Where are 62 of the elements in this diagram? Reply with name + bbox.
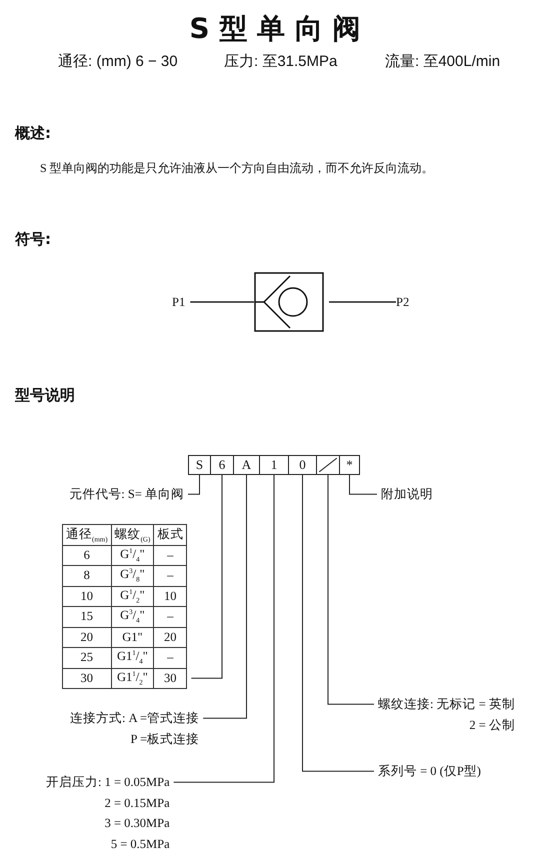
code-description: 系列号 = 0 (仅P型) — [378, 761, 481, 782]
code-description: 螺纹连接: 无标记 = 英制 — [378, 696, 515, 713]
code-description: 附加说明 — [381, 484, 433, 504]
table-cell: G1" — [111, 627, 154, 648]
table-cell: G$^{3}$/$_{8}$" — [111, 566, 154, 586]
code-description: 3 = 0.30MPa — [104, 815, 170, 832]
check-valve-symbol — [254, 272, 324, 332]
table-cell: 8 — [62, 566, 112, 586]
description-text: S 型单向阀的功能是只允许油液从一个方向自由流动，而不允许反向流动。 — [40, 160, 434, 177]
leader-line — [328, 474, 374, 705]
table-cell: G1$^{1}$/$_{2}$" — [111, 668, 154, 688]
table-cell: – — [154, 606, 187, 627]
table-cell: 10 — [154, 586, 187, 606]
table-cell: 30 — [154, 668, 187, 688]
code-description: 2 = 公制 — [468, 716, 515, 734]
code-description: 元件代号: S= 单向阀 — [69, 484, 184, 504]
table-cell: 20 — [154, 627, 187, 648]
section-heading: 概述: — [15, 124, 51, 143]
code-cell: 6 — [210, 455, 234, 475]
section-heading: 型号说明 — [15, 386, 75, 405]
leader-line — [202, 474, 247, 719]
table-cell: 15 — [62, 606, 112, 627]
leader-line — [190, 474, 222, 679]
spec-text: 压力: 至31.5MPa — [224, 52, 338, 71]
table-cell: 6 — [62, 545, 112, 566]
table-cell: – — [154, 566, 187, 586]
table-cell: G$^{1}$/$_{4}$" — [111, 545, 154, 566]
table-cell: – — [154, 545, 187, 566]
code-cell: * — [339, 455, 360, 475]
port-label: P1 — [172, 292, 186, 312]
diagram-title: S型单向阀 — [189, 12, 370, 45]
leader-line — [302, 474, 374, 772]
code-description: 开启压力: 1 = 0.05MPa — [46, 774, 170, 791]
table-cell: G1$^{1}$/$_{4}$" — [111, 648, 154, 668]
connection-line — [190, 301, 254, 303]
table-cell: G$^{3}$/$_{4}$" — [111, 606, 154, 627]
table-cell: 20 — [62, 627, 112, 648]
code-cell: A — [233, 455, 260, 475]
connection-line — [329, 301, 396, 303]
spec-text: 流量: 至400L/min — [385, 52, 500, 71]
table-cell: – — [154, 648, 187, 668]
table-cell: 25 — [62, 648, 112, 668]
size-table — [62, 524, 188, 689]
code-description: 5 = 0.5MPa — [110, 836, 170, 852]
port-label: P2 — [396, 292, 410, 312]
code-cell: 1 — [259, 455, 289, 475]
table-header: 通径$_{(mm)}$ — [62, 524, 112, 545]
table-cell: 10 — [62, 586, 112, 606]
table-cell: 30 — [62, 668, 112, 688]
code-cell: S — [188, 455, 211, 475]
table-cell: G$^{1}$/$_{2}$" — [111, 586, 154, 606]
leader-line — [188, 474, 200, 495]
code-description: 2 = 0.15MPa — [104, 794, 170, 812]
table-header: 板式 — [154, 524, 187, 545]
code-cell: 0 — [288, 455, 317, 475]
section-heading: 符号: — [15, 230, 51, 249]
table-header: 螺纹$_{(G)}$ — [111, 524, 154, 545]
leader-line — [173, 474, 274, 783]
leader-line — [349, 474, 378, 495]
spec-text: 通径: (mm) 6 − 30 — [58, 52, 178, 71]
code-description: 连接方式: A =管式连接 — [70, 710, 200, 727]
code-description: P =板式连接 — [129, 730, 200, 748]
